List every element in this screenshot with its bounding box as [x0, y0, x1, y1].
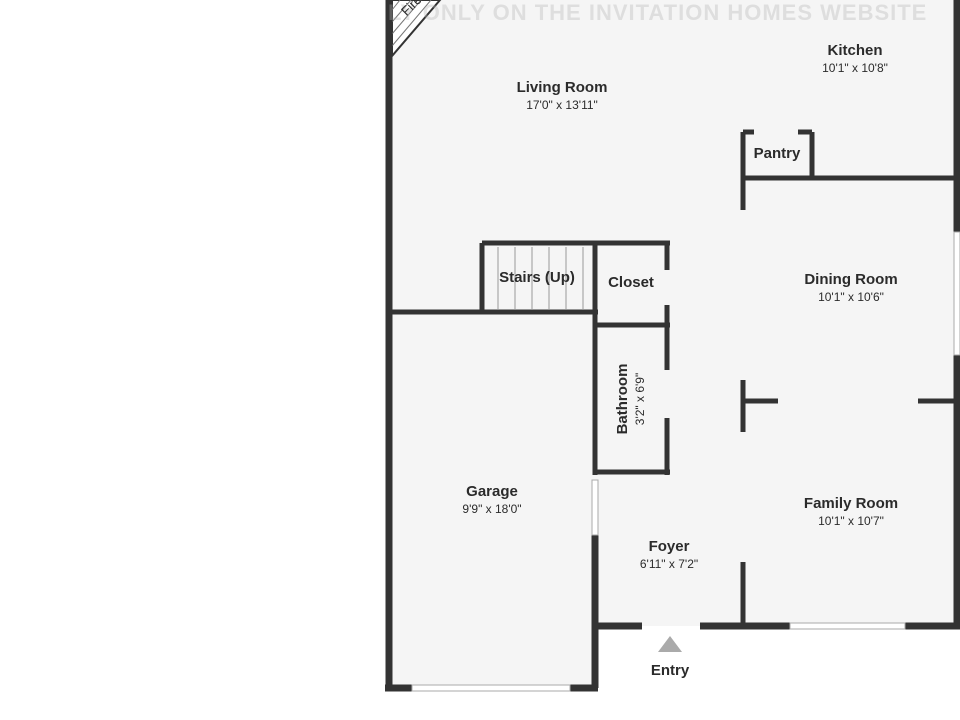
room-dimensions: 6'11" x 7'2" — [639, 557, 699, 571]
entry-label: Entry — [650, 662, 690, 679]
room-dimensions: 10'1" x 10'7" — [818, 514, 884, 528]
room-dimensions: 10'1" x 10'6" — [818, 290, 884, 304]
room-name: Stairs (Up) — [499, 269, 575, 286]
room-dimensions: 3'2" x 6'9" — [633, 372, 647, 426]
room-dimensions: 17'0" x 13'11" — [526, 98, 598, 112]
room-name: Family Room — [803, 495, 899, 512]
room-name: Dining Room — [804, 271, 898, 288]
entry-arrow — [658, 636, 682, 652]
room-foyer: Foyer 6'11" x 7'2" — [640, 538, 698, 572]
room-name: Garage — [466, 483, 518, 500]
stairs-treads — [497, 247, 584, 309]
room-name: Bathroom — [614, 363, 631, 435]
room-living: Living Room 17'0" x 13'11" — [517, 79, 608, 113]
room-dining: Dining Room 10'1" x 10'6" — [804, 271, 897, 305]
room-family: Family Room 10'1" x 10'7" — [804, 495, 898, 529]
room-name: Foyer — [648, 538, 690, 555]
room-pantry: Pantry — [754, 145, 801, 163]
room-name: Living Room — [516, 79, 608, 96]
room-name: Pantry — [753, 145, 801, 162]
room-dimensions: 10'1" x 10'8" — [822, 61, 888, 75]
room-closet: Closet — [608, 274, 654, 292]
room-garage: Garage 9'9" x 18'0" — [462, 483, 521, 517]
room-dimensions: 9'9" x 18'0" — [462, 502, 522, 516]
room-bathroom: Bathroom 3'2" x 6'9" — [614, 364, 648, 435]
openings — [411, 231, 960, 692]
room-name: Closet — [608, 274, 654, 291]
interior-walls — [389, 129, 960, 626]
watermark-text: LY ONLY ON THE INVITATION HOMES WEBSITE — [388, 0, 928, 25]
room-kitchen: Kitchen 10'1" x 10'8" — [822, 42, 888, 76]
room-name: Kitchen — [827, 42, 883, 59]
floor-area — [389, 0, 960, 690]
room-stairs: Stairs (Up) — [499, 269, 575, 287]
